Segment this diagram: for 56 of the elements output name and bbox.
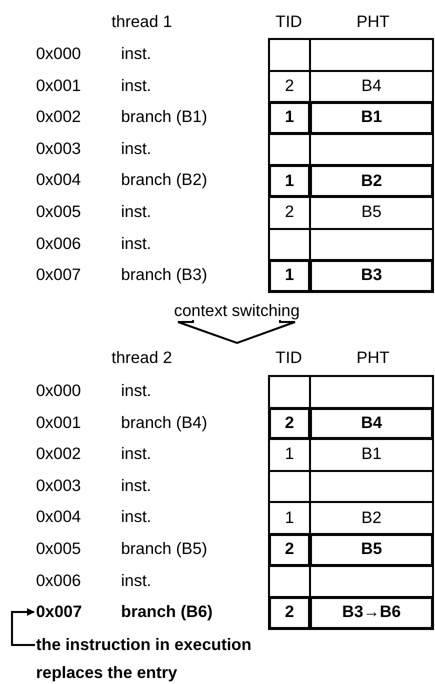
address-text: 0x006 [36, 570, 81, 591]
instruction-text: branch (B2) [121, 170, 208, 190]
address-text: 0x001 [36, 76, 81, 96]
instruction-text: inst. [121, 202, 152, 222]
leader-arrow [11, 608, 35, 646]
address-text: 0x000 [36, 381, 81, 401]
instruction-text: inst. [121, 138, 152, 159]
address-text: 0x001 [36, 412, 81, 433]
thread-label: thread 2 [112, 348, 172, 368]
address-text: 0x000 [36, 44, 81, 64]
pht-entry-cell: B2 [309, 164, 434, 198]
thread-label: thread 1 [112, 12, 172, 32]
instruction-text: branch (B3) [121, 265, 208, 286]
tid-cell: 2 [268, 533, 311, 567]
instruction-text: inst. [121, 381, 152, 401]
pht-entry-cell [309, 38, 434, 72]
column-header: PHT [356, 12, 390, 32]
address-text: 0x004 [36, 170, 81, 190]
column-header: PHT [356, 348, 390, 368]
address-text: 0x004 [36, 507, 81, 528]
tid-cell: 1 [268, 259, 311, 293]
instruction-text: inst. [121, 476, 152, 496]
address-text: 0x003 [36, 138, 81, 159]
address-text: 0x002 [36, 444, 81, 464]
pht-entry-cell: B5 [309, 533, 434, 567]
tid-cell: 1 [268, 164, 311, 198]
address-text: 0x007 [36, 602, 82, 622]
address-text: 0x007 [36, 265, 81, 286]
tid-cell [268, 375, 311, 409]
arrow-label: context switching [174, 302, 300, 320]
address-text: 0x003 [36, 476, 81, 496]
tid-cell: 1 [268, 101, 311, 135]
instruction-text: branch (B1) [121, 107, 208, 128]
column-header: TID [276, 12, 302, 32]
pht-entry-cell: B3 [309, 259, 434, 293]
instruction-text: inst. [121, 570, 152, 591]
instruction-text: inst. [121, 507, 152, 528]
instruction-text: inst. [121, 234, 152, 254]
instruction-text: branch (B6) [121, 602, 213, 622]
address-text: 0x005 [36, 539, 81, 559]
instruction-text: branch (B5) [121, 539, 208, 559]
address-text: 0x006 [36, 234, 81, 254]
instruction-text: branch (B4) [121, 412, 208, 433]
instruction-text: inst. [121, 44, 152, 64]
column-header: TID [276, 348, 302, 368]
tid-cell: 2 [268, 596, 311, 630]
pht-entry-cell: B4 [309, 406, 434, 440]
address-text: 0x002 [36, 107, 81, 128]
address-text: 0x005 [36, 202, 81, 222]
pht-entry-cell: B1 [309, 101, 434, 135]
instruction-text: inst. [121, 444, 152, 464]
instruction-text: inst. [121, 76, 152, 96]
tid-cell [268, 38, 311, 72]
callout-text: the instruction in execution replaces the entry [36, 635, 252, 684]
pht-entry-cell [309, 375, 434, 409]
pht-entry-cell: B3→B6 [309, 596, 434, 630]
